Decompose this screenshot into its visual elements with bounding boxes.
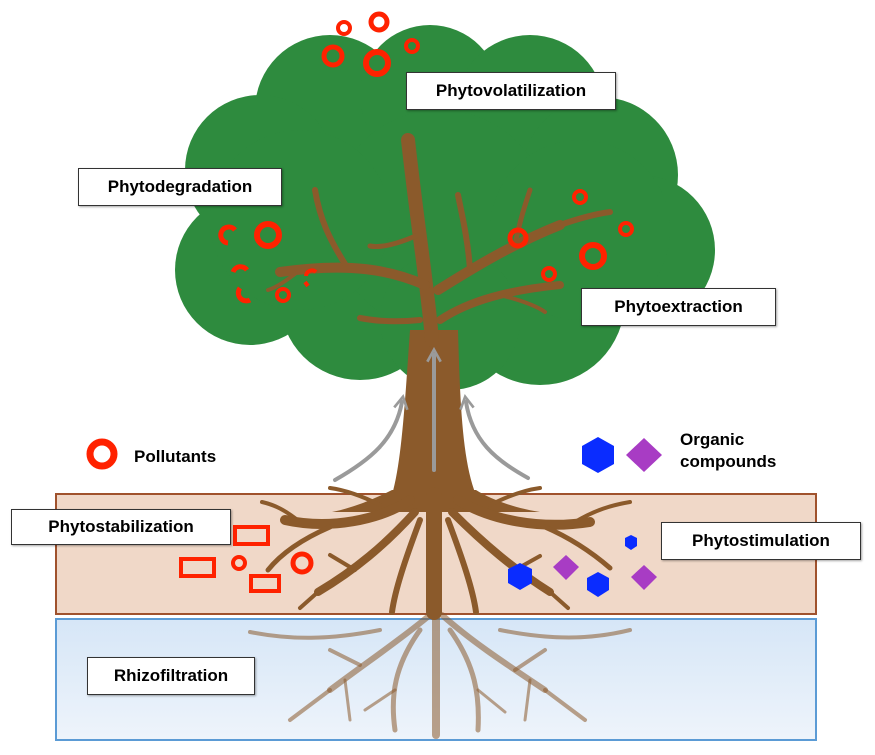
pollutant-icon — [368, 11, 390, 33]
organic-hexagon-legend-icon — [582, 437, 614, 473]
degraded-pollutant-icon — [218, 224, 237, 246]
tree-branches — [266, 133, 613, 347]
label-phytoextraction: Phytoextraction — [581, 288, 776, 326]
pollutant-icon — [404, 38, 420, 54]
pollutant-icon — [321, 44, 345, 68]
pollutants-volatilization — [321, 11, 420, 77]
soil-roots — [260, 486, 632, 620]
organic-hexagon-icon — [508, 563, 532, 590]
bound-pollutant-icon — [249, 574, 281, 593]
uptake-arrows — [333, 355, 530, 482]
pollutant-icon — [541, 266, 557, 282]
pollutants-extraction — [507, 189, 634, 282]
degraded-pollutant-icon — [303, 280, 310, 288]
pollutant-icon — [618, 221, 634, 237]
legend-icons — [86, 437, 662, 473]
pollutant-icon — [275, 287, 291, 303]
organic-hexagon-icon — [625, 535, 637, 550]
pollutant-icon — [336, 20, 352, 36]
legend-pollutants: Pollutants — [134, 447, 217, 466]
degraded-pollutant-icon — [235, 286, 252, 304]
pollutant-icon — [572, 189, 588, 205]
organic-compounds-soil — [508, 535, 657, 597]
organic-diamond-icon — [553, 555, 579, 580]
organic-diamond-legend-icon — [626, 438, 662, 472]
pollutant-legend-icon — [86, 438, 118, 470]
bound-pollutant-icon — [179, 557, 216, 578]
pollutant-icon — [231, 555, 247, 571]
degraded-pollutant-icon — [230, 264, 250, 274]
organic-hexagon-icon — [587, 572, 609, 597]
bound-pollutant-icon — [233, 525, 270, 546]
legend-organic-line1: Organic — [680, 430, 745, 449]
pollutants-degradation — [218, 221, 318, 304]
arrow-right — [466, 402, 530, 480]
label-phytodegradation: Phytodegradation — [78, 168, 282, 206]
water-roots — [248, 606, 632, 739]
pollutants-stabilization — [179, 525, 314, 593]
degraded-pollutant-icon — [304, 268, 318, 277]
pollutant-icon — [579, 242, 607, 270]
pollutant-icon — [507, 227, 529, 249]
label-phytostabilization: Phytostabilization — [11, 509, 231, 545]
legend-organic-line2: compounds — [680, 452, 777, 471]
label-phytovolatilization: Phytovolatilization — [406, 72, 616, 110]
label-phytostimulation: Phytostimulation — [661, 522, 861, 560]
organic-diamond-icon — [631, 565, 657, 590]
pollutant-icon — [290, 551, 314, 575]
label-rhizofiltration: Rhizofiltration — [87, 657, 255, 695]
pollutant-icon — [363, 49, 391, 77]
pollutant-icon — [254, 221, 282, 249]
legend-organic-compounds: Organic compounds — [680, 429, 776, 473]
arrow-left — [333, 402, 402, 482]
